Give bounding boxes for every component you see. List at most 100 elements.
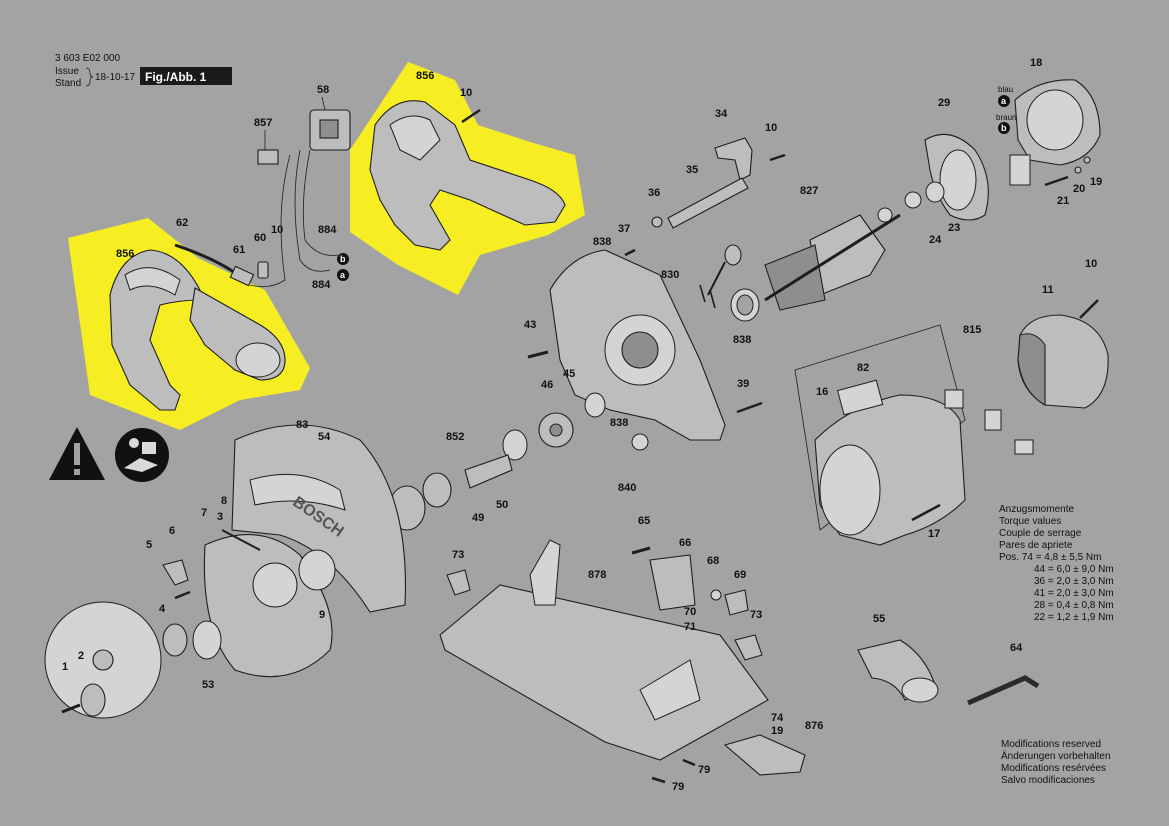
part-cable-62 xyxy=(174,243,255,287)
part-upper-guard-54: BOSCH xyxy=(231,424,406,613)
label-856-b: 856 xyxy=(416,70,434,82)
label-36: 36 xyxy=(648,187,660,199)
part-spring-8 xyxy=(221,529,261,551)
label-54: 54 xyxy=(318,431,331,443)
part-68 xyxy=(710,589,722,601)
part-857 xyxy=(257,149,279,165)
figure-label: Fig./Abb. 1 xyxy=(145,70,207,84)
issue-label: Issue xyxy=(55,66,79,77)
part-knob-73-right xyxy=(734,634,763,661)
label-65: 65 xyxy=(638,515,650,527)
label-45: 45 xyxy=(563,368,575,380)
wire-marker-b-2-text: b xyxy=(1001,123,1007,133)
label-10-a: 10 xyxy=(271,224,283,236)
part-cap-11 xyxy=(1017,314,1109,409)
part-knob-73-left xyxy=(446,569,471,596)
label-66: 66 xyxy=(679,537,691,549)
part-bracket-66 xyxy=(649,554,696,611)
part-knob-69 xyxy=(724,589,749,616)
label-60: 60 xyxy=(254,232,266,244)
modifications-en: Modifications reserved xyxy=(1001,739,1101,750)
motor-group-frame xyxy=(794,324,966,531)
label-49: 49 xyxy=(472,512,484,524)
torque-value-28: 28 = 0,4 ± 0,8 Nm xyxy=(1034,600,1114,611)
torque-value-22: 22 = 1,2 ± 1,9 Nm xyxy=(1034,612,1114,623)
part-washer-36 xyxy=(651,216,663,228)
part-dust-elbow-55 xyxy=(857,639,939,703)
label-2: 2 xyxy=(78,650,84,662)
read-manual-icon xyxy=(115,428,169,482)
part-20 xyxy=(1074,166,1082,174)
label-79-b: 79 xyxy=(672,781,684,793)
stand-label: Stand xyxy=(55,78,81,89)
part-830 xyxy=(699,244,742,309)
torque-title-es: Pares de apriete xyxy=(999,540,1073,551)
part-screw-37 xyxy=(624,248,636,257)
wire-color-braun: braun xyxy=(996,113,1016,122)
label-9: 9 xyxy=(319,609,325,621)
part-motor-housing-16 xyxy=(814,394,966,546)
label-4: 4 xyxy=(159,603,166,615)
part-screw-10-mid xyxy=(769,153,786,162)
wire-bundle xyxy=(249,149,339,288)
part-switch-58 xyxy=(309,109,351,151)
label-61: 61 xyxy=(233,244,245,256)
part-handle-856-top xyxy=(369,100,566,251)
torque-title-en: Torque values xyxy=(999,516,1061,527)
part-bearing-24 xyxy=(925,181,945,203)
label-884-b: 884 xyxy=(312,279,331,291)
modifications-note: Modifications reserved Änderungen vorbeh… xyxy=(1001,739,1111,786)
issue-date: 18-10-17 xyxy=(95,72,135,83)
part-lever-876 xyxy=(723,734,806,776)
part-screw-79-a xyxy=(682,758,696,767)
label-8: 8 xyxy=(221,495,227,507)
label-838-b: 838 xyxy=(733,334,751,346)
label-55: 55 xyxy=(873,613,885,625)
label-17: 17 xyxy=(928,528,940,540)
wire-marker-b-2 xyxy=(998,122,1010,134)
label-6: 6 xyxy=(169,525,175,537)
label-19-a: 19 xyxy=(1090,176,1102,188)
label-73-a: 73 xyxy=(452,549,464,561)
part-lever-34 xyxy=(714,137,753,181)
label-5: 5 xyxy=(146,539,152,551)
torque-values-block: Anzugsmomente Torque values Couple de se… xyxy=(999,504,1114,623)
label-58: 58 xyxy=(317,84,329,96)
part-screw-65 xyxy=(631,546,651,555)
label-857: 857 xyxy=(254,117,272,129)
part-19 xyxy=(1083,156,1091,164)
label-10-c: 10 xyxy=(765,122,777,134)
part-840 xyxy=(631,433,649,451)
part-hex-key-64 xyxy=(966,675,1040,706)
part-bolt-1 xyxy=(61,703,81,714)
modifications-fr: Modifications resérvées xyxy=(1001,763,1106,774)
label-24: 24 xyxy=(929,234,942,246)
part-flange-4 xyxy=(162,623,188,657)
torque-title-fr: Couple de serrage xyxy=(999,528,1082,539)
part-pin-39 xyxy=(736,401,763,414)
label-10-b: 10 xyxy=(460,87,472,99)
label-876: 876 xyxy=(805,720,823,732)
label-29: 29 xyxy=(938,97,950,109)
label-852: 852 xyxy=(446,431,464,443)
part-screw-10-right xyxy=(1079,299,1099,319)
label-64: 64 xyxy=(1010,642,1023,654)
label-815: 815 xyxy=(963,324,981,336)
torque-title-de: Anzugsmomente xyxy=(999,504,1074,515)
doc-number: 3 603 E02 000 xyxy=(55,53,120,64)
label-70: 70 xyxy=(684,606,696,618)
label-856-a: 856 xyxy=(116,248,134,260)
part-brushes-815 xyxy=(944,389,1034,455)
part-60 xyxy=(257,261,269,279)
part-screw-21 xyxy=(1044,175,1069,187)
wire-color-blau: blau xyxy=(998,85,1013,94)
part-spindle-49 xyxy=(464,454,513,489)
part-handle-856-left xyxy=(109,249,286,411)
part-cover-29 xyxy=(924,133,989,221)
label-83: 83 xyxy=(296,419,308,431)
header-brace xyxy=(85,67,94,87)
part-housing-838 xyxy=(549,249,726,441)
part-bearing xyxy=(422,472,452,508)
part-screw-5 xyxy=(174,590,191,600)
